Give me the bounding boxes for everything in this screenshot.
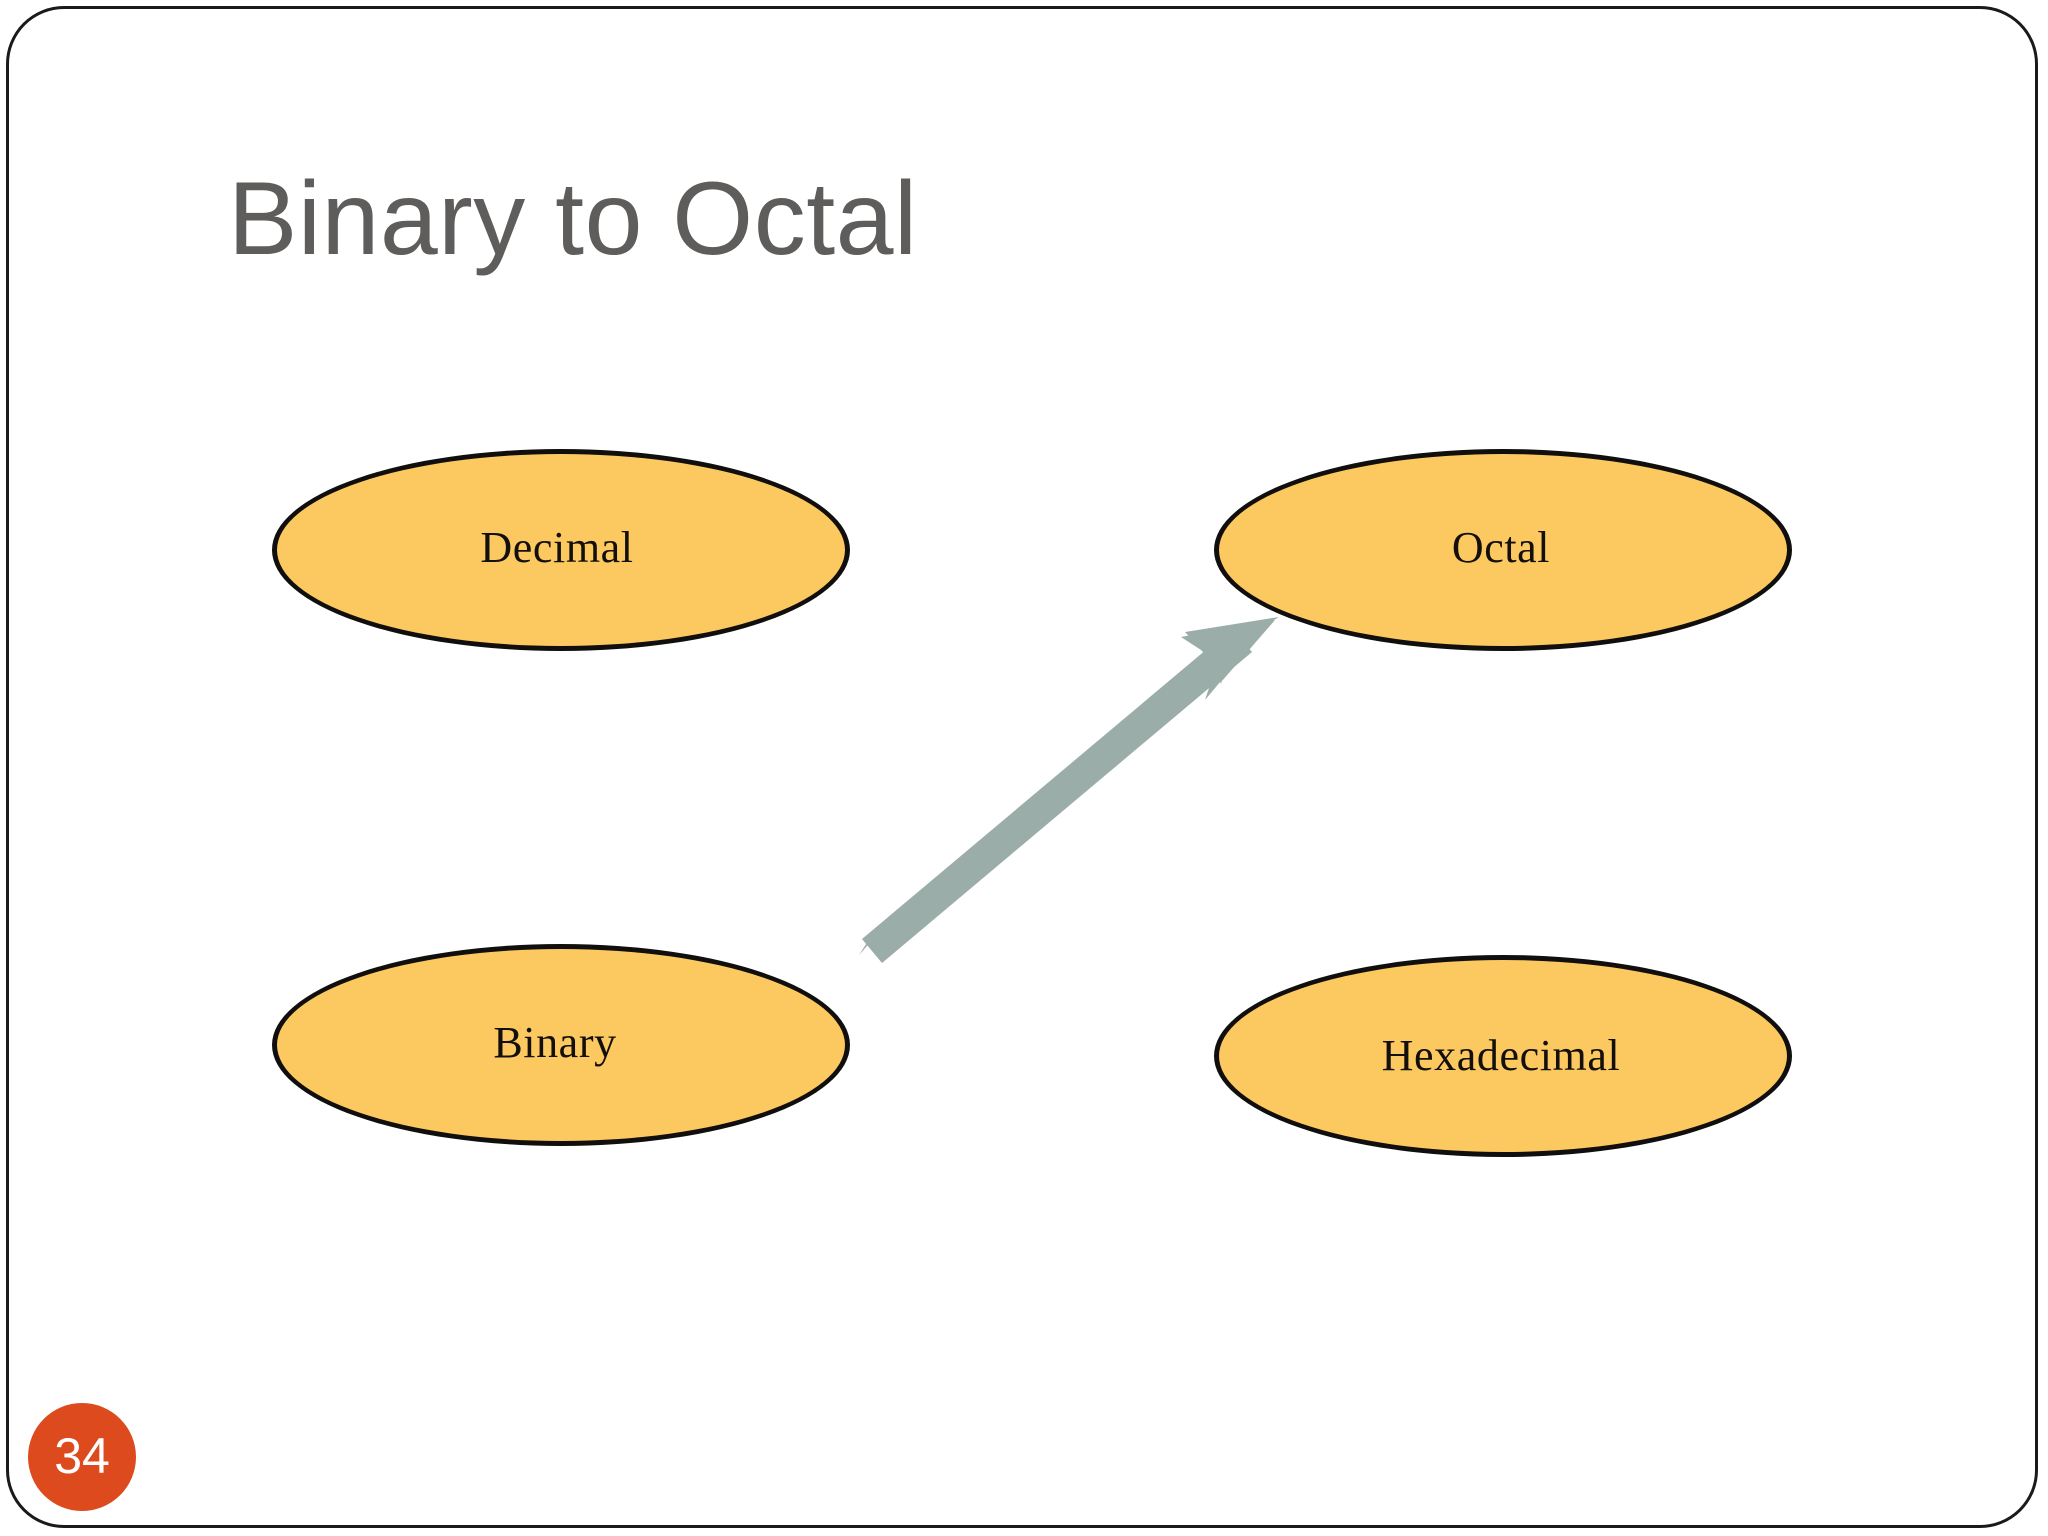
arrow-up-right-icon bbox=[859, 617, 1279, 963]
node-decimal-label: Decimal bbox=[480, 523, 634, 572]
node-octal-label: Octal bbox=[1451, 523, 1551, 572]
node-binary[interactable]: Binary bbox=[272, 944, 850, 1146]
node-binary-label: Binary bbox=[493, 1018, 617, 1067]
node-decimal[interactable]: Decimal bbox=[272, 449, 850, 651]
page-title: Binary to Octal bbox=[228, 161, 918, 277]
node-hexadecimal[interactable]: Hexadecimal bbox=[1214, 955, 1792, 1157]
node-hexadecimal-label: Hexadecimal bbox=[1381, 1031, 1621, 1080]
page-number-text: 34 bbox=[54, 1428, 110, 1484]
page-number-badge: 34 bbox=[28, 1403, 136, 1511]
node-octal[interactable]: Octal bbox=[1214, 449, 1792, 651]
